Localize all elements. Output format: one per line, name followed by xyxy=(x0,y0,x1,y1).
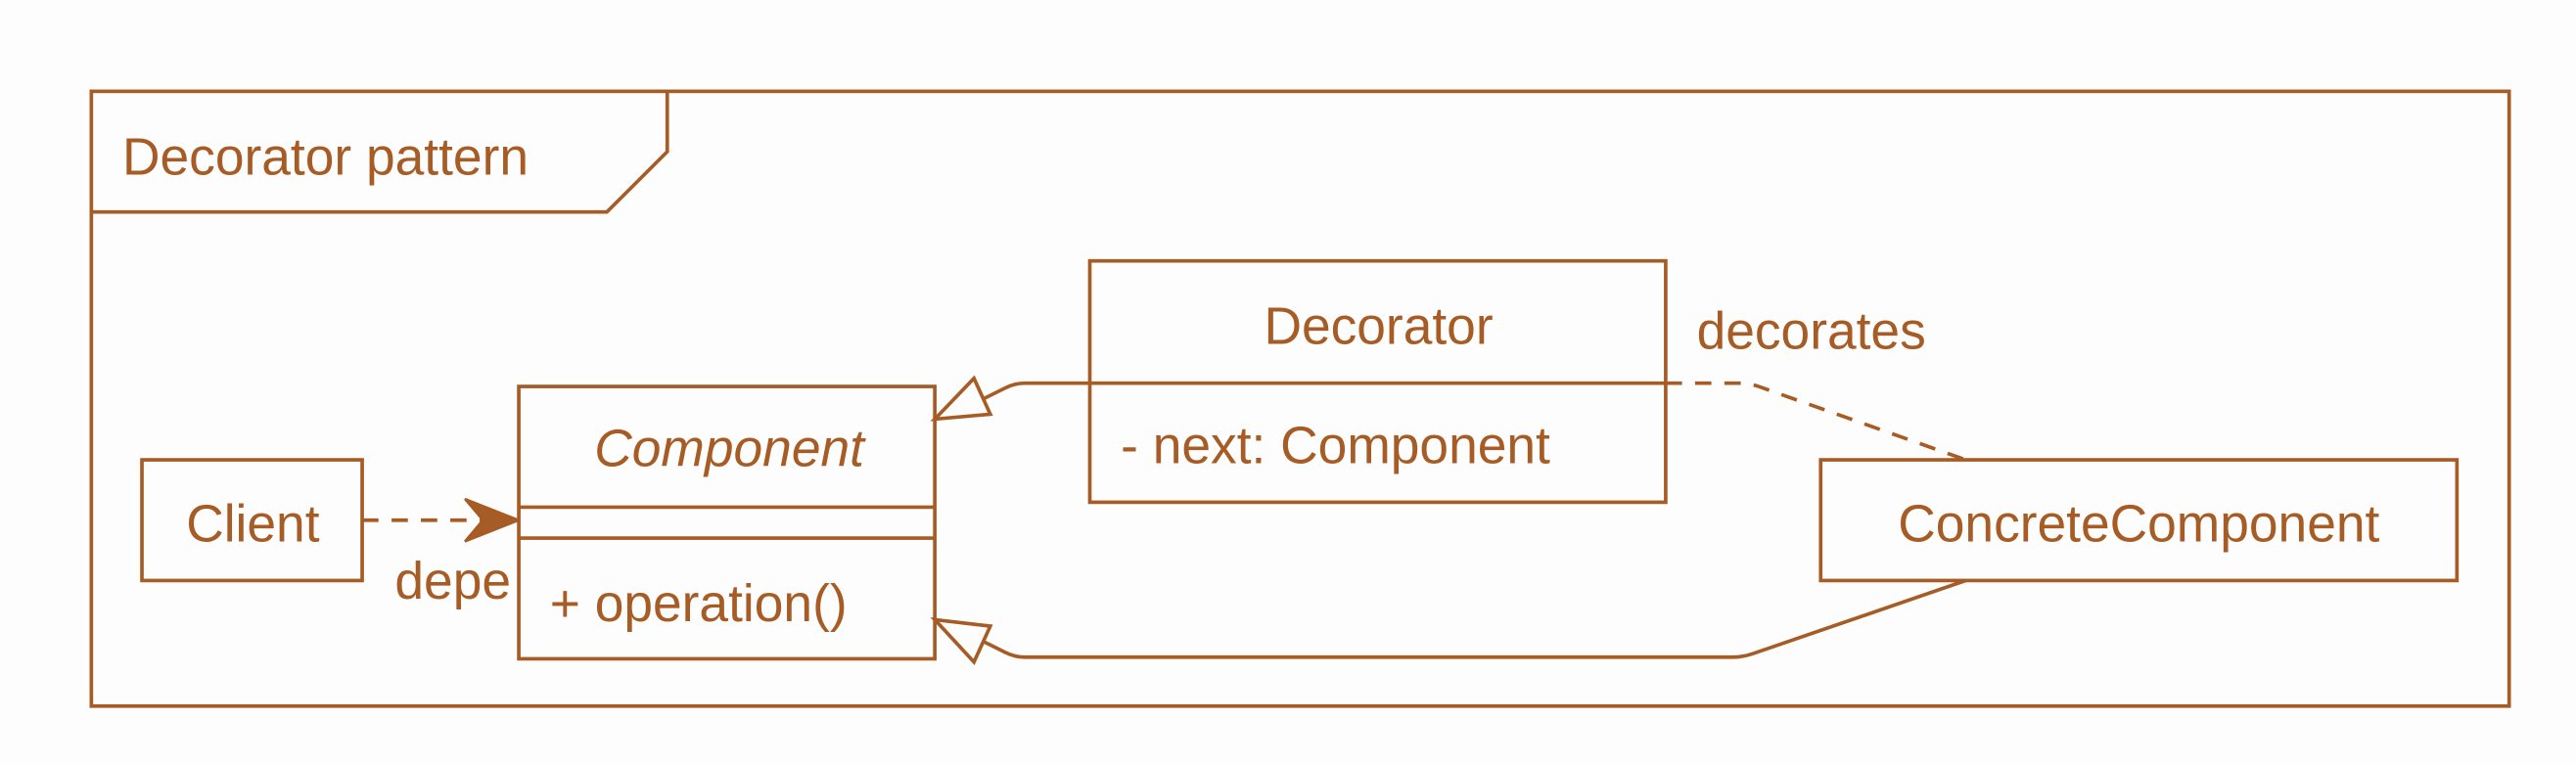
generalization-arrowhead-concrete xyxy=(930,617,993,666)
frame-border xyxy=(89,89,2511,708)
class-concrete-component[interactable]: ConcreteComponent xyxy=(1818,458,2460,583)
relation-client-component: depe xyxy=(362,497,523,610)
relation-decorator-component xyxy=(930,375,1090,422)
frame-title: Decorator pattern xyxy=(122,128,529,186)
relation-concrete-component xyxy=(930,578,1967,666)
dependency-arrowhead xyxy=(464,497,523,543)
class-concrete-component-box xyxy=(1818,458,2460,583)
class-component-name: Component xyxy=(594,421,866,478)
class-component[interactable]: Component + operation() xyxy=(517,384,937,661)
class-decorator-attribute: - next: Component xyxy=(1121,417,1550,474)
class-decorator[interactable]: Decorator - next: Component xyxy=(1087,258,1668,505)
generalization-arrowhead-decorator xyxy=(930,375,993,422)
class-component-operation: + operation() xyxy=(550,575,848,633)
class-client-name: Client xyxy=(186,495,320,553)
class-component-box xyxy=(517,384,937,661)
class-decorator-name: Decorator xyxy=(1264,298,1493,356)
generalization-line-concrete xyxy=(981,578,1967,659)
generalization-line-decorator xyxy=(981,381,1090,402)
class-client[interactable]: Client xyxy=(140,458,364,583)
dependency-label: depe xyxy=(394,553,511,610)
frame-title-tab xyxy=(91,91,669,214)
class-concrete-component-name: ConcreteComponent xyxy=(1898,495,2379,553)
association-line xyxy=(1665,381,1967,462)
association-label: decorates xyxy=(1697,303,1926,361)
class-client-box xyxy=(140,458,364,583)
relation-decorator-concrete: decorates xyxy=(1665,303,1967,462)
